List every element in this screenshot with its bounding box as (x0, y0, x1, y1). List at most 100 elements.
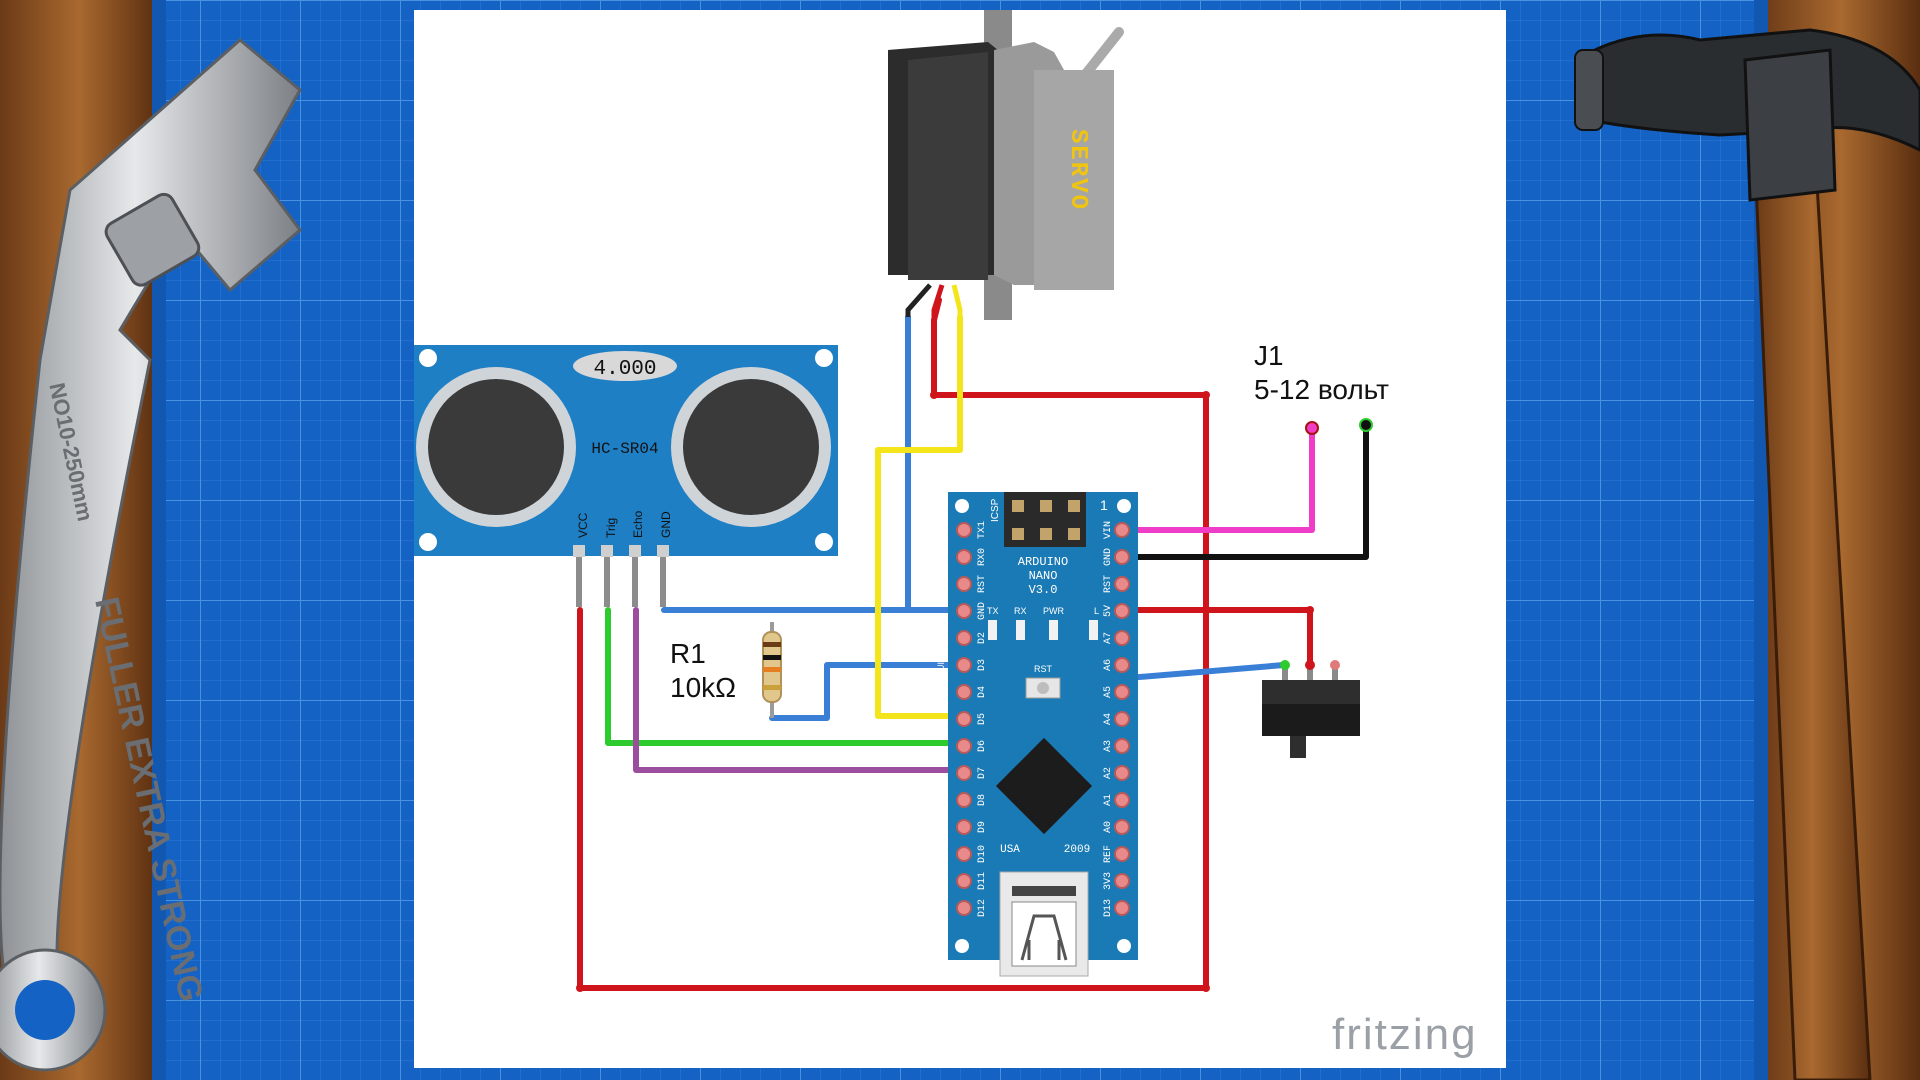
nano-pin-left-d6[interactable] (956, 738, 972, 754)
nano-pin-label-left-d8: D8 (977, 794, 988, 806)
sensor-pin-echo-label: Echo (631, 510, 645, 538)
nano-pin-left-d3[interactable] (956, 657, 972, 673)
nano-pin-label-left-d6: D6 (977, 740, 988, 752)
nano-pin-label-right-5v: 5V (1103, 605, 1114, 617)
switch-slider[interactable] (1290, 736, 1306, 758)
led-pwr-label: PWR (1043, 606, 1064, 616)
nano-pin-left-d4[interactable] (956, 684, 972, 700)
nano-pin-right-3v3[interactable] (1114, 873, 1130, 889)
wire-blue-resistor-d3[interactable] (769, 662, 967, 721)
led-rx-icon (1016, 620, 1025, 640)
nano-pin-left-d2[interactable] (956, 630, 972, 646)
microcontroller-chip (995, 737, 1093, 835)
j1-negative-terminal[interactable] (1359, 418, 1373, 432)
nano-pin-left-d10[interactable] (956, 846, 972, 862)
nano-pin-right-d13[interactable] (1114, 900, 1130, 916)
nano-pin-right-a4[interactable] (1114, 711, 1130, 727)
wire-green-trig-d6[interactable] (605, 607, 967, 746)
wire-black-gnd-j1[interactable] (1119, 422, 1369, 560)
crystal-label: 4.000 (593, 358, 656, 381)
nano-pin-label-right-gnd: GND (1103, 548, 1114, 566)
wire-yellow-servo-d5[interactable] (875, 314, 967, 719)
nano-pin-label-left-tx1: TX1 (977, 521, 988, 539)
nano-pin-label-left-d4: D4 (977, 686, 988, 698)
sensor-pin-trig[interactable] (601, 545, 613, 557)
wire-red-5v-switch[interactable] (1119, 607, 1313, 668)
nano-pin-right-gnd[interactable] (1114, 549, 1130, 565)
nano-pin-label-right-vin: VIN (1103, 521, 1114, 539)
nano-pin-right-vin[interactable] (1114, 522, 1130, 538)
nano-pin-right-rst[interactable] (1114, 576, 1130, 592)
sensor-pin-vcc-label: VCC (576, 512, 590, 538)
year-label: 2009 (1064, 844, 1090, 856)
nano-pin-left-d9[interactable] (956, 819, 972, 835)
nano-pin-right-a0[interactable] (1114, 819, 1130, 835)
fritzing-logo: fritzing (1332, 1010, 1478, 1059)
nano-pin-left-d7[interactable] (956, 765, 972, 781)
wire-magenta-vin-j1[interactable] (1119, 427, 1315, 533)
circuit-diagram: SERVO 4.000 HC-SR04 VCC Trig Echo GND (414, 10, 1373, 992)
arduino-nano[interactable]: ICSP 1 ARDUINO NANO V3.0 TX RX PWR L ARD… (936, 492, 1138, 977)
resistor-r1[interactable] (762, 622, 782, 718)
nano-pin-label-left-d9: D9 (977, 821, 988, 833)
nano-pin-label-right-3v3: 3V3 (1103, 872, 1114, 890)
nano-pin-label-right-a0: A0 (1103, 821, 1114, 833)
led-pwr-icon (1049, 620, 1058, 640)
servo-label: SERVO (1064, 129, 1091, 211)
nano-pin-label-right-a3: A3 (1103, 740, 1114, 752)
nano-pin-label-right-ref: REF (1103, 845, 1114, 863)
hammer-icon (1574, 28, 1920, 1080)
nano-pin-right-ref[interactable] (1114, 846, 1130, 862)
nano-pin-label-left-d11: D11 (977, 872, 988, 890)
nano-pin-right-5v[interactable] (1114, 603, 1130, 619)
servo-motor[interactable]: SERVO (888, 10, 1124, 320)
usb-connector[interactable] (999, 871, 1089, 977)
nano-pin-left-d5[interactable] (956, 711, 972, 727)
nano-pin-left-tx1[interactable] (956, 522, 972, 538)
nano-pin-label-right-a1: A1 (1103, 794, 1114, 806)
sensor-pin-vcc[interactable] (573, 545, 585, 557)
nano-pin-left-d12[interactable] (956, 900, 972, 916)
nano-pin-label-right-a7: A7 (1103, 632, 1114, 644)
nano-pin-label-left-d10: D10 (977, 845, 988, 863)
j1-positive-terminal[interactable] (1305, 421, 1319, 435)
nano-pin-label-left-d5: D5 (977, 713, 988, 725)
nano-pin-right-a7[interactable] (1114, 630, 1130, 646)
sensor-pin-echo[interactable] (629, 545, 641, 557)
country-label: USA (1000, 844, 1020, 856)
nano-pin-label-right-a6: A6 (1103, 659, 1114, 671)
board-version: V3.0 (1029, 583, 1058, 597)
resistor-name-label: R1 (670, 638, 706, 669)
nano-pin-right-a2[interactable] (1114, 765, 1130, 781)
led-tx-label: TX (987, 606, 999, 616)
nano-pin-label-right-a5: A5 (1103, 686, 1114, 698)
nano-pin-label-left-rst: RST (977, 575, 988, 593)
fritzing-canvas[interactable]: SERVO 4.000 HC-SR04 VCC Trig Echo GND (414, 10, 1506, 1068)
nano-pin-label-right-a2: A2 (1103, 767, 1114, 779)
nano-pin-left-rst[interactable] (956, 576, 972, 592)
resistor-value-label: 10kΩ (670, 672, 737, 703)
ultrasonic-sensor[interactable]: 4.000 HC-SR04 VCC Trig Echo GND (414, 345, 838, 607)
sensor-pin-gnd[interactable] (657, 545, 669, 557)
led-l-label: L (1094, 606, 1099, 616)
slide-switch[interactable] (1262, 660, 1360, 758)
board-title: ARDUINO (1018, 555, 1068, 569)
power-connector-name: J1 (1254, 340, 1284, 371)
nano-pin-right-a3[interactable] (1114, 738, 1130, 754)
pin1-label: 1 (1100, 497, 1108, 513)
nano-pin-left-d11[interactable] (956, 873, 972, 889)
nano-pin-right-a5[interactable] (1114, 684, 1130, 700)
nano-pin-label-left-rx0: RX0 (977, 548, 988, 566)
nano-pin-right-a6[interactable] (1114, 657, 1130, 673)
wire-purple-echo-d7[interactable] (633, 607, 967, 773)
nano-pin-label-left-d2: D2 (977, 632, 988, 644)
nano-pin-left-d8[interactable] (956, 792, 972, 808)
nano-pin-left-gnd[interactable] (956, 603, 972, 619)
sensor-model-label: HC-SR04 (591, 440, 658, 458)
led-l-icon (1089, 620, 1098, 640)
led-tx-icon (988, 620, 997, 640)
nano-pin-left-rx0[interactable] (956, 549, 972, 565)
nano-pin-right-a1[interactable] (1114, 792, 1130, 808)
